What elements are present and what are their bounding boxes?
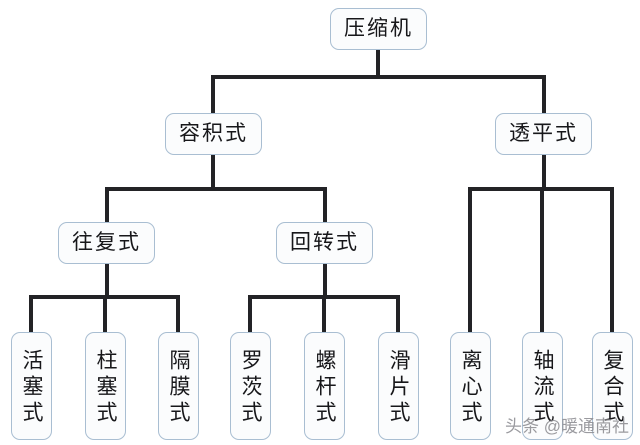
node-label: 容积式 bbox=[179, 121, 248, 146]
node-label: 往复式 bbox=[72, 230, 141, 255]
node-root-compressor[interactable]: 压缩机 bbox=[330, 8, 427, 50]
node-label: 回转式 bbox=[290, 230, 359, 255]
node-label: 复合式 bbox=[601, 349, 625, 427]
node-centrifugal[interactable]: 离心式 bbox=[450, 332, 491, 440]
node-reciprocating[interactable]: 往复式 bbox=[58, 222, 155, 264]
node-label: 滑片式 bbox=[387, 349, 411, 427]
node-piston[interactable]: 活塞式 bbox=[11, 332, 52, 440]
node-axial-flow[interactable]: 轴流式 bbox=[522, 332, 563, 440]
node-label: 罗茨式 bbox=[239, 349, 263, 427]
node-roots[interactable]: 罗茨式 bbox=[230, 332, 271, 440]
node-label: 轴流式 bbox=[531, 349, 555, 427]
node-label: 离心式 bbox=[459, 349, 483, 427]
node-positive-displacement[interactable]: 容积式 bbox=[165, 113, 262, 155]
node-label: 活塞式 bbox=[20, 349, 44, 427]
node-label: 隔膜式 bbox=[167, 349, 191, 427]
node-label: 透平式 bbox=[509, 121, 578, 146]
node-diaphragm[interactable]: 隔膜式 bbox=[158, 332, 199, 440]
node-compound[interactable]: 复合式 bbox=[592, 332, 633, 440]
node-turbo[interactable]: 透平式 bbox=[495, 113, 592, 155]
watermark: 头条 @暖通南社 bbox=[505, 417, 629, 436]
node-label: 压缩机 bbox=[344, 16, 413, 41]
node-plunger[interactable]: 柱塞式 bbox=[85, 332, 126, 440]
node-label: 柱塞式 bbox=[94, 349, 118, 427]
node-rotary[interactable]: 回转式 bbox=[276, 222, 373, 264]
node-sliding-vane[interactable]: 滑片式 bbox=[378, 332, 419, 440]
node-screw[interactable]: 螺杆式 bbox=[304, 332, 345, 440]
node-label: 螺杆式 bbox=[313, 349, 337, 427]
